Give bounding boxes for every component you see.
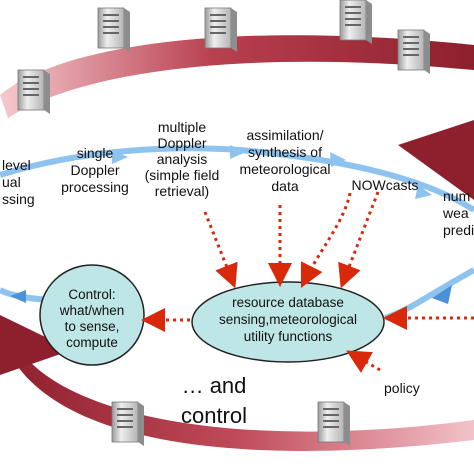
step-1-label-line: ual — [2, 174, 21, 190]
footer-label-line: … and — [182, 373, 247, 398]
footer-label-line: control — [181, 403, 247, 428]
dotted-arrow-sweep — [300, 192, 352, 289]
step-3-label-line: (simple field — [145, 167, 220, 183]
server-icon — [111, 401, 144, 446]
server-icon — [204, 7, 237, 52]
servers-group — [17, 0, 430, 446]
step-3-label-line: analysis — [157, 151, 208, 167]
dotted-arrow-policy — [346, 350, 381, 373]
outer-ring-top — [0, 35, 474, 118]
step-2-label-line: single — [77, 145, 114, 161]
server-icon — [397, 29, 430, 74]
step-1-label-line: ssing — [2, 191, 35, 207]
control-label-line: Control: — [68, 287, 115, 302]
step-4-label-line: data — [271, 178, 298, 194]
resource-label-line: sensing,meteorological — [219, 312, 357, 327]
server-icon — [97, 7, 130, 52]
control-label-line: what/when — [59, 303, 125, 318]
flow-arrow-2 — [230, 145, 246, 159]
server-icon — [17, 69, 50, 114]
control-label-line: to sense, — [65, 319, 120, 334]
control-label-line: compute — [66, 335, 118, 350]
step-5-label-line: NOWcasts — [352, 177, 419, 193]
step-2-label-line: processing — [61, 179, 129, 195]
step-6-label-line: num — [443, 188, 470, 204]
step-4-label-line: assimilation/ — [246, 127, 323, 143]
server-icon — [317, 401, 350, 446]
outer-ring-arrowhead-left — [0, 315, 72, 375]
outer-ring-arrowhead-right — [398, 120, 474, 200]
step-3-label-line: retrieval) — [155, 183, 209, 199]
flow-arrow-1 — [112, 150, 128, 164]
step-6-label-line: wea — [442, 205, 469, 221]
policy-label: policy — [384, 380, 420, 396]
dotted-arrow-multi — [203, 211, 238, 289]
step-4-label-line: synthesis of — [248, 144, 322, 160]
server-icon — [339, 0, 372, 44]
step-3-label-line: multiple — [158, 119, 206, 135]
dotted-arrow-nowcast — [338, 191, 380, 289]
flow-arrow-3 — [330, 152, 346, 167]
flow-loop-bottom — [384, 267, 474, 321]
flow-arrow-6 — [10, 290, 26, 303]
step-4-label-line: meteorological — [239, 161, 330, 177]
step-1-label-line: level — [2, 157, 31, 173]
flow-arrow-5 — [432, 285, 452, 304]
resource-label-line: resource database — [232, 295, 344, 310]
step-2-label-line: Doppler — [70, 162, 119, 178]
step-6-label-line: predi — [443, 222, 474, 238]
resource-label-line: utility functions — [244, 329, 333, 344]
step-3-label-line: Doppler — [157, 135, 206, 151]
flow-arrow-4 — [415, 185, 432, 199]
